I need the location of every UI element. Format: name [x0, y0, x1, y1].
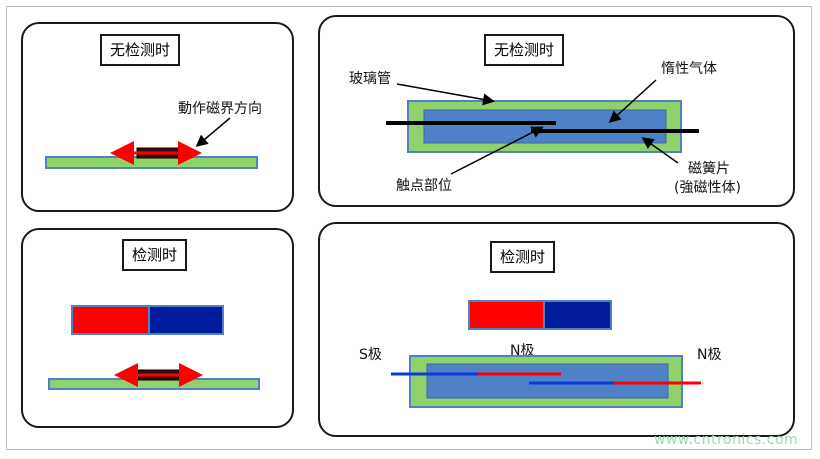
n-pole-right-label: N极	[697, 347, 722, 363]
contact-label: 触点部位	[396, 178, 452, 194]
inert-gas-pointer	[608, 79, 657, 124]
outer-frame	[6, 6, 812, 450]
panel-title-no-detection-right: 无检测时	[484, 34, 565, 66]
pcb-strip-top	[45, 156, 258, 169]
magnet-left	[71, 305, 224, 335]
inert-gas-body	[423, 109, 667, 144]
glass-tube-label: 玻璃管	[349, 71, 391, 87]
contact-pointer	[450, 126, 544, 175]
inert-gas-body-detect	[426, 363, 669, 399]
panel-title-detection-right: 检测时	[490, 241, 556, 273]
panel-title-no-detection-left: 无检测时	[100, 34, 181, 66]
reed-material-label: (強磁性体)	[674, 180, 741, 196]
inert-gas-label: 惰性气体	[661, 61, 717, 77]
s-pole-left-label: S极	[359, 347, 382, 363]
reed-label: 磁簧片	[688, 161, 730, 177]
field-direction-pointer	[195, 117, 231, 147]
reed-pointer	[641, 137, 679, 164]
watermark: www.cntronics.com	[654, 432, 799, 448]
field-direction-label: 動作磁界方向	[178, 101, 262, 117]
panel-title-detection-left: 检测时	[122, 239, 188, 271]
glass-tube-pointer	[396, 83, 495, 106]
magnet-right	[468, 300, 612, 330]
